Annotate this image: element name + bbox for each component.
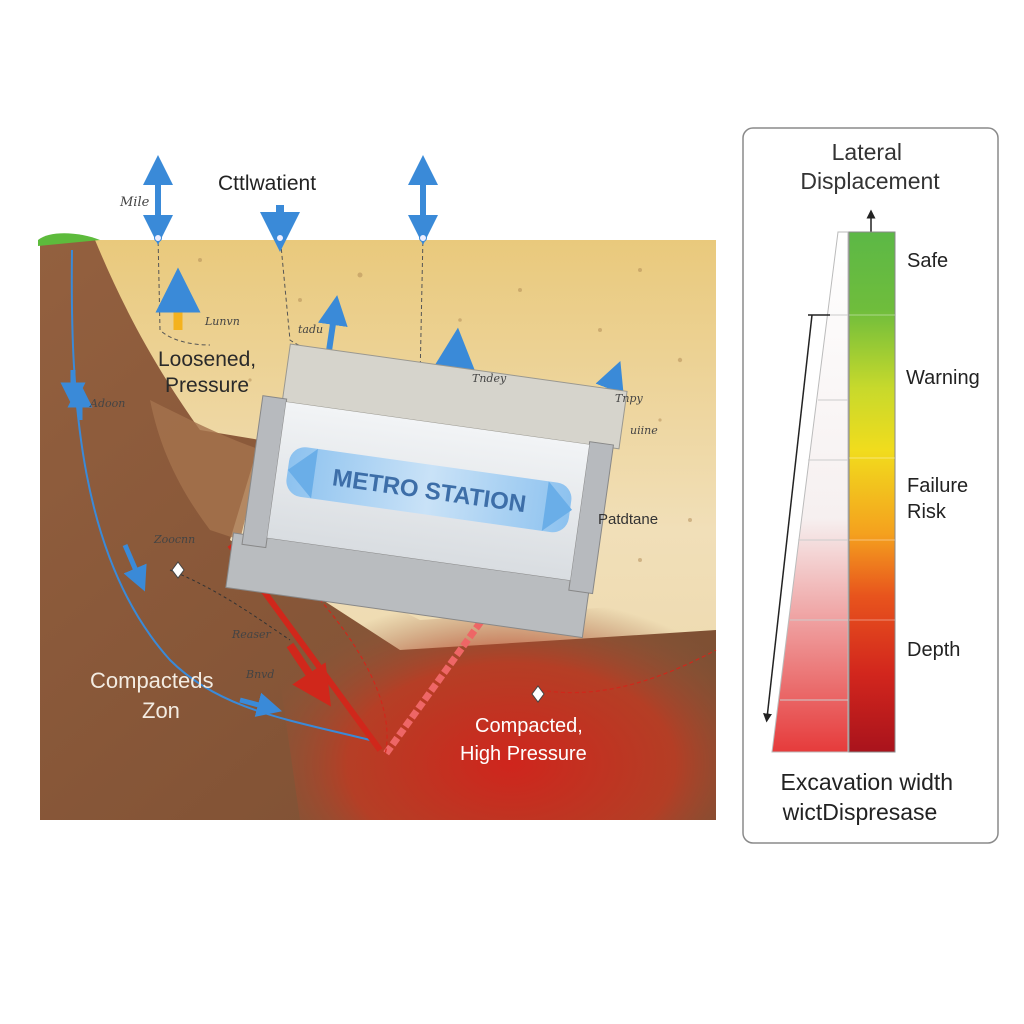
blue-flow-arrows: [60, 370, 283, 717]
legend-panel: Lateral Displacement Safe: [742, 127, 999, 844]
legend-wedge-ticks: [780, 314, 848, 701]
legend-wedge: [771, 231, 849, 753]
grass-tuft: [38, 233, 100, 246]
minor-labels: Zoocnn Reaser Bnvd Adoon Lunvn tadu Tnde…: [89, 315, 658, 681]
legend-title: Lateral Displacement: [800, 139, 940, 194]
side-label: Patdtane: [598, 511, 658, 528]
legend-bar-dividers: [849, 314, 895, 621]
minor-label-lower-left: Reaser: [231, 628, 272, 641]
soil-speckles: [198, 258, 692, 562]
legend-level-failure: Failure Risk: [907, 475, 974, 523]
legend-side-arrow-icon: [763, 314, 813, 723]
minor-label-upper-right2: Tnpy: [615, 392, 643, 405]
minor-label-upper-mid: Lunvn: [204, 315, 240, 328]
zone-compacted-right-label: Compacted, High Pressure: [460, 715, 588, 765]
zone-compacted-left-label: Compacteds Zon: [90, 668, 220, 723]
legend-footer: Excavation width wictDispresase: [781, 769, 960, 825]
top-left-label: Mile: [119, 195, 150, 210]
minor-label-upper-right: Tndey: [472, 372, 507, 385]
minor-label-lower-mid: Bnvd: [245, 668, 274, 681]
minor-label-mid-left: Zoocnn: [153, 533, 195, 546]
soil-section: [38, 233, 716, 820]
top-label: Cttlwatient: [218, 172, 316, 195]
minor-label-upper-mid2: tadu: [298, 323, 323, 336]
legend-color-bar: [848, 231, 896, 753]
top-arrows: [143, 155, 438, 252]
zone-loosened-label: Loosened, Pressure: [158, 348, 262, 397]
high-pressure-zone: [260, 540, 716, 820]
station-pill-arrow-left-icon: [287, 448, 319, 499]
legend-level-safe: Safe: [907, 250, 948, 272]
legend-levels: Safe Warning Failure Risk Depth: [906, 250, 980, 661]
metro-station-box: METRO STATION: [225, 343, 628, 639]
legend-level-warning: Warning: [906, 367, 980, 389]
legend-level-depth: Depth: [907, 639, 960, 661]
station-label-pill: [286, 447, 572, 533]
diamond-markers: [171, 561, 545, 703]
minor-label-left-slope: Adoon: [89, 397, 125, 410]
soil-mid-band: [150, 400, 262, 540]
station-pill-arrow-right-icon: [541, 481, 573, 531]
minor-label-right-mid: uiine: [630, 424, 658, 437]
